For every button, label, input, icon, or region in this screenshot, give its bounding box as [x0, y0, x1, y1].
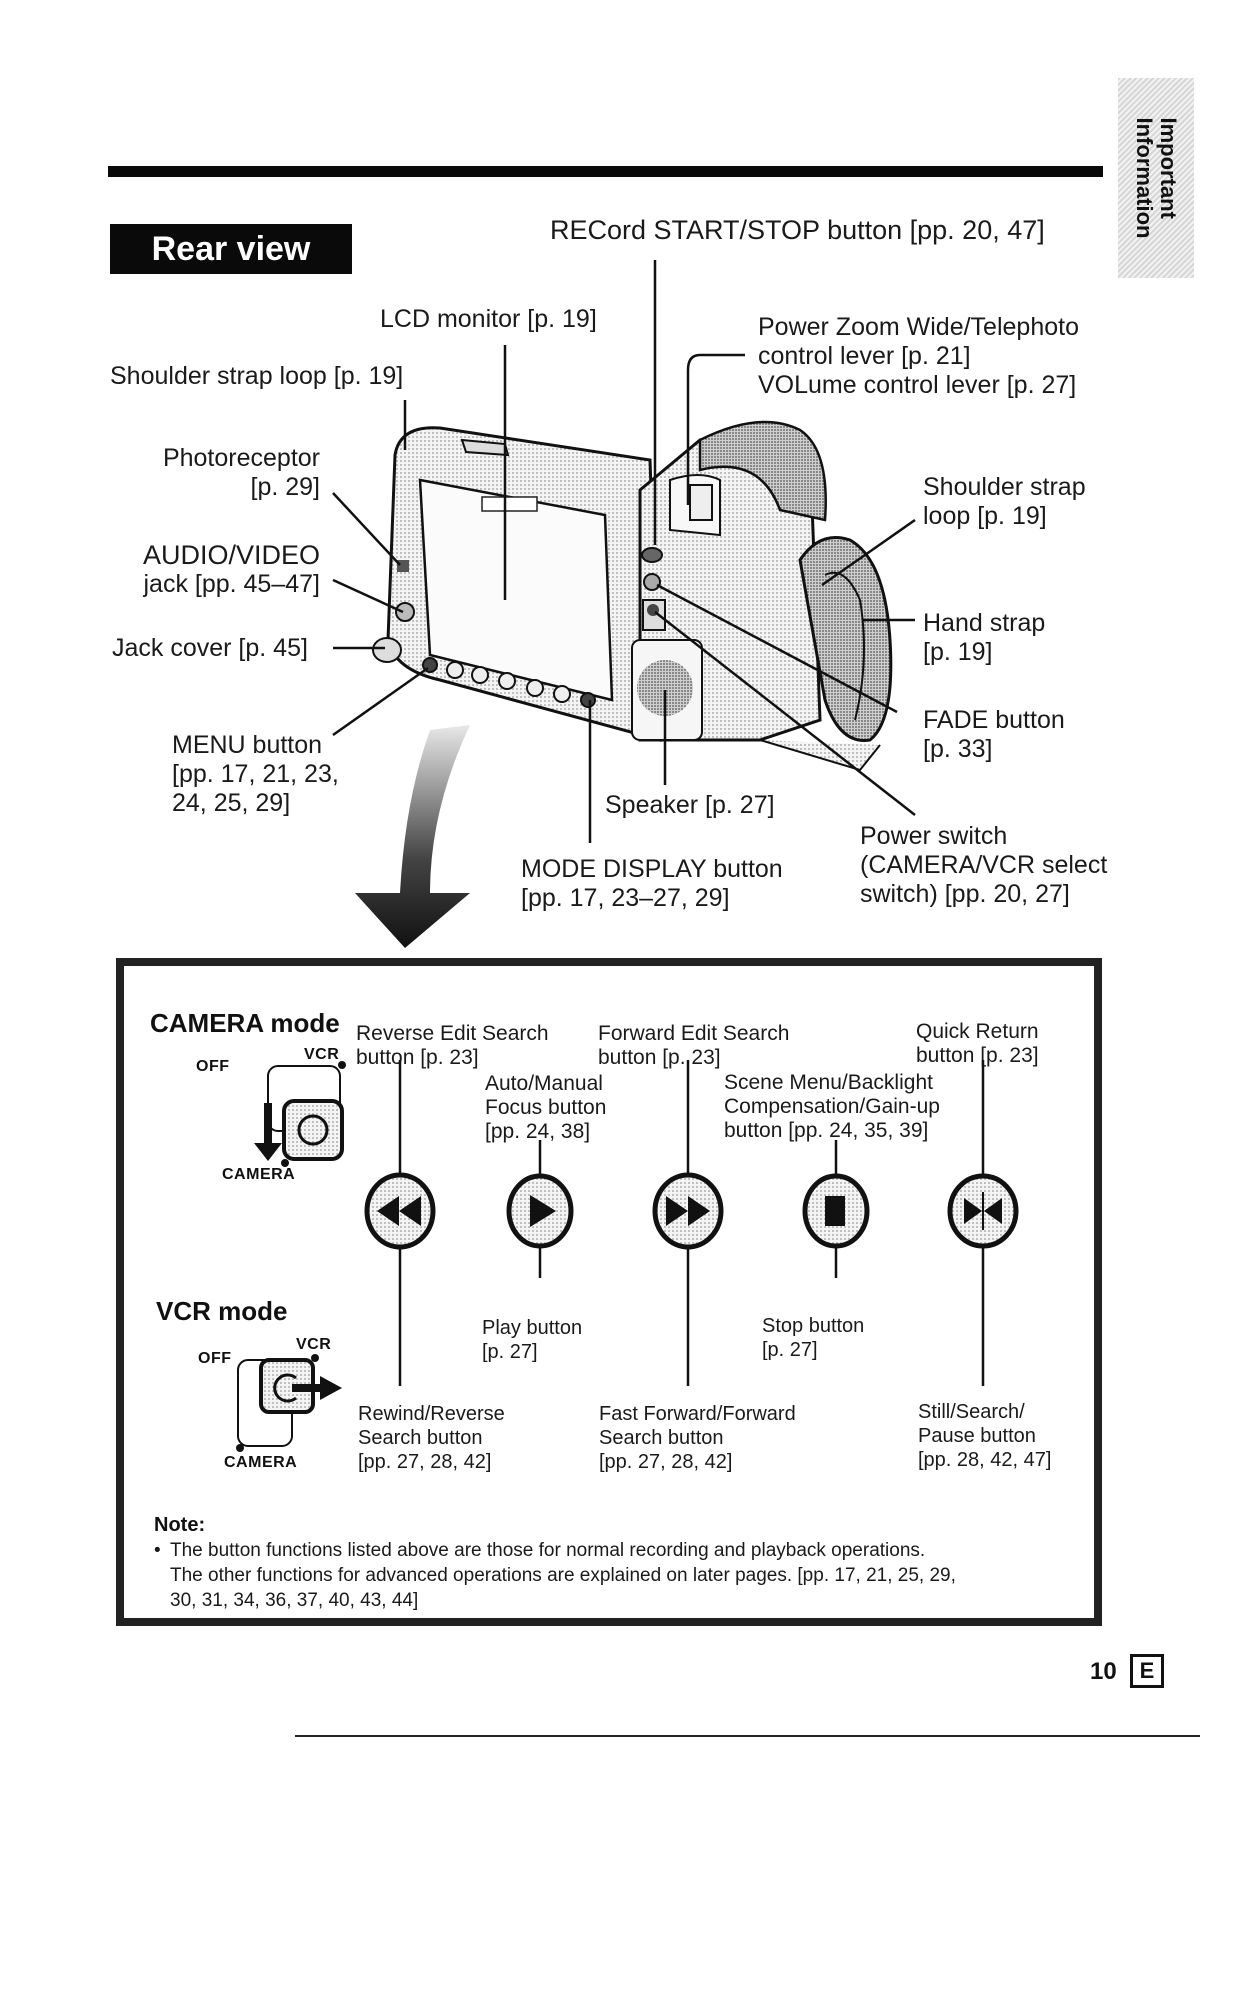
note-bullet: • — [154, 1540, 161, 1561]
label-fade-line-2: [p. 33] — [923, 735, 993, 763]
label-hand-strap-line-2: [p. 19] — [923, 638, 993, 666]
button-play — [506, 1173, 574, 1249]
vcr-switch-off-label: OFF — [198, 1350, 232, 1367]
label-still-line-1: Still/Search/ — [918, 1401, 1025, 1423]
label-audio-video-line-1: AUDIO/VIDEO — [142, 540, 320, 570]
lcd-screen — [418, 478, 614, 702]
vcr-mode-switch-icon — [236, 1354, 342, 1452]
label-focus-line-2: Focus button — [485, 1096, 607, 1119]
label-rewind-line-2: Search button — [358, 1427, 483, 1449]
label-ff-line-1: Fast Forward/Forward — [599, 1403, 796, 1425]
label-rewind-line-1: Rewind/Reverse — [358, 1403, 505, 1425]
note-title: Note: — [154, 1514, 206, 1536]
camera-mode-switch-icon — [254, 1061, 346, 1167]
camera-switch-camera-label: CAMERA — [222, 1166, 296, 1183]
button-rewind — [364, 1172, 436, 1250]
label-menu-line-1: MENU button — [172, 731, 323, 759]
leader-lines — [332, 260, 916, 843]
speaker-grille — [637, 660, 693, 716]
camera-switch-off-label: OFF — [196, 1058, 230, 1075]
label-speaker: Speaker [p. 27] — [605, 791, 775, 819]
button-functions-box: CAMERA mode VCR OFF CAMERA VCR mode VCR … — [116, 958, 1102, 1626]
label-ff-line-3: [pp. 27, 28, 42] — [599, 1451, 733, 1473]
label-strap-right-line-1: Shoulder strap — [923, 473, 1086, 501]
label-mode-display-line-2: [pp. 17, 23–27, 29] — [521, 884, 730, 912]
label-power-switch-line-2: (CAMERA/VCR select — [860, 851, 1108, 879]
camera-body — [372, 420, 893, 772]
label-fade-line-1: FADE button — [923, 706, 1065, 734]
camera-mode-title: CAMERA mode — [150, 1008, 340, 1038]
page-number: 10 — [1090, 1658, 1117, 1685]
label-play-line-2: [p. 27] — [482, 1341, 538, 1363]
stop-icon — [825, 1196, 845, 1226]
label-photoreceptor-line-1: Photoreceptor — [162, 444, 320, 472]
vcr-switch-vcr-label: VCR — [296, 1336, 332, 1353]
vcr-mode-title: VCR mode — [156, 1296, 288, 1326]
label-strap-right-line-2: loop [p. 19] — [923, 502, 1047, 530]
label-record-button: RECord START/STOP button [pp. 20, 47] — [550, 215, 1045, 245]
label-power-switch-line-1: Power switch — [860, 822, 1008, 850]
note-line-2: The other functions for advanced operati… — [170, 1565, 956, 1586]
section-side-tab: Important Information — [1118, 78, 1194, 278]
still-pause-icon — [964, 1198, 1002, 1224]
label-rewind-line-3: [pp. 27, 28, 42] — [358, 1451, 492, 1473]
label-power-zoom-line-3: VOLume control lever [p. 27] — [758, 371, 1077, 399]
label-hand-strap-line-1: Hand strap — [923, 609, 1046, 637]
label-power-switch-line-3: switch) [pp. 20, 27] — [860, 880, 1070, 908]
label-jack-cover: Jack cover [p. 45] — [112, 634, 308, 662]
button-stop — [802, 1173, 870, 1249]
rewind-icon — [377, 1196, 421, 1226]
label-lcd-monitor: LCD monitor [p. 19] — [380, 305, 597, 333]
lcd-button-row — [422, 657, 596, 708]
play-icon — [530, 1195, 556, 1227]
button-still-pause — [947, 1173, 1019, 1249]
label-power-zoom-line-1: Power Zoom Wide/Telephoto — [758, 313, 1079, 341]
label-ff-line-2: Search button — [599, 1427, 724, 1449]
down-arrow-icon — [355, 725, 470, 948]
label-play-line-1: Play button — [482, 1317, 583, 1339]
hand-strap — [798, 536, 893, 742]
label-scene-line-3: button [pp. 24, 35, 39] — [724, 1119, 929, 1142]
top-rule — [108, 166, 1103, 177]
label-focus-line-1: Auto/Manual — [485, 1072, 603, 1095]
section-title: Rear view — [110, 224, 352, 274]
note-line-3: 30, 31, 34, 36, 37, 40, 43, 44] — [170, 1590, 419, 1611]
fast-forward-icon — [666, 1196, 710, 1226]
label-forward-edit-line-1: Forward Edit Search — [598, 1022, 790, 1045]
label-menu-line-2: [pp. 17, 21, 23, — [172, 760, 339, 788]
label-stop-line-2: [p. 27] — [762, 1339, 818, 1361]
camera-switch-vcr-label: VCR — [304, 1046, 340, 1063]
label-scene-line-1: Scene Menu/Backlight — [724, 1071, 933, 1094]
note-line-1: The button functions listed above are th… — [170, 1540, 926, 1561]
label-reverse-edit-line-2: button [p. 23] — [356, 1046, 479, 1069]
label-audio-video-line-2: jack [pp. 45–47] — [143, 570, 320, 598]
button-fast-forward — [652, 1172, 724, 1250]
label-stop-line-1: Stop button — [762, 1315, 865, 1337]
label-power-zoom-line-2: control lever [p. 21] — [758, 342, 971, 370]
bottom-rule — [295, 1735, 1200, 1737]
label-quick-return-line-2: button [p. 23] — [916, 1044, 1039, 1067]
label-still-line-3: [pp. 28, 42, 47] — [918, 1449, 1052, 1471]
label-forward-edit-line-2: button [p. 23] — [598, 1046, 721, 1069]
camcorder-illustration — [332, 260, 916, 948]
label-reverse-edit-line-1: Reverse Edit Search — [356, 1022, 549, 1045]
label-shoulder-strap-loop-left: Shoulder strap loop [p. 19] — [110, 362, 404, 390]
label-scene-line-2: Compensation/Gain-up — [724, 1095, 940, 1118]
vcr-switch-camera-label: CAMERA — [224, 1454, 298, 1471]
label-still-line-2: Pause button — [918, 1425, 1036, 1447]
label-mode-display-line-1: MODE DISPLAY button — [521, 855, 783, 883]
button-diagram — [364, 1060, 1019, 1386]
label-focus-line-3: [pp. 24, 38] — [485, 1120, 591, 1143]
language-badge: E — [1130, 1654, 1164, 1688]
label-photoreceptor-line-2: [p. 29] — [250, 473, 321, 501]
label-quick-return-line-1: Quick Return — [916, 1020, 1039, 1043]
label-menu-line-3: 24, 25, 29] — [172, 789, 291, 817]
